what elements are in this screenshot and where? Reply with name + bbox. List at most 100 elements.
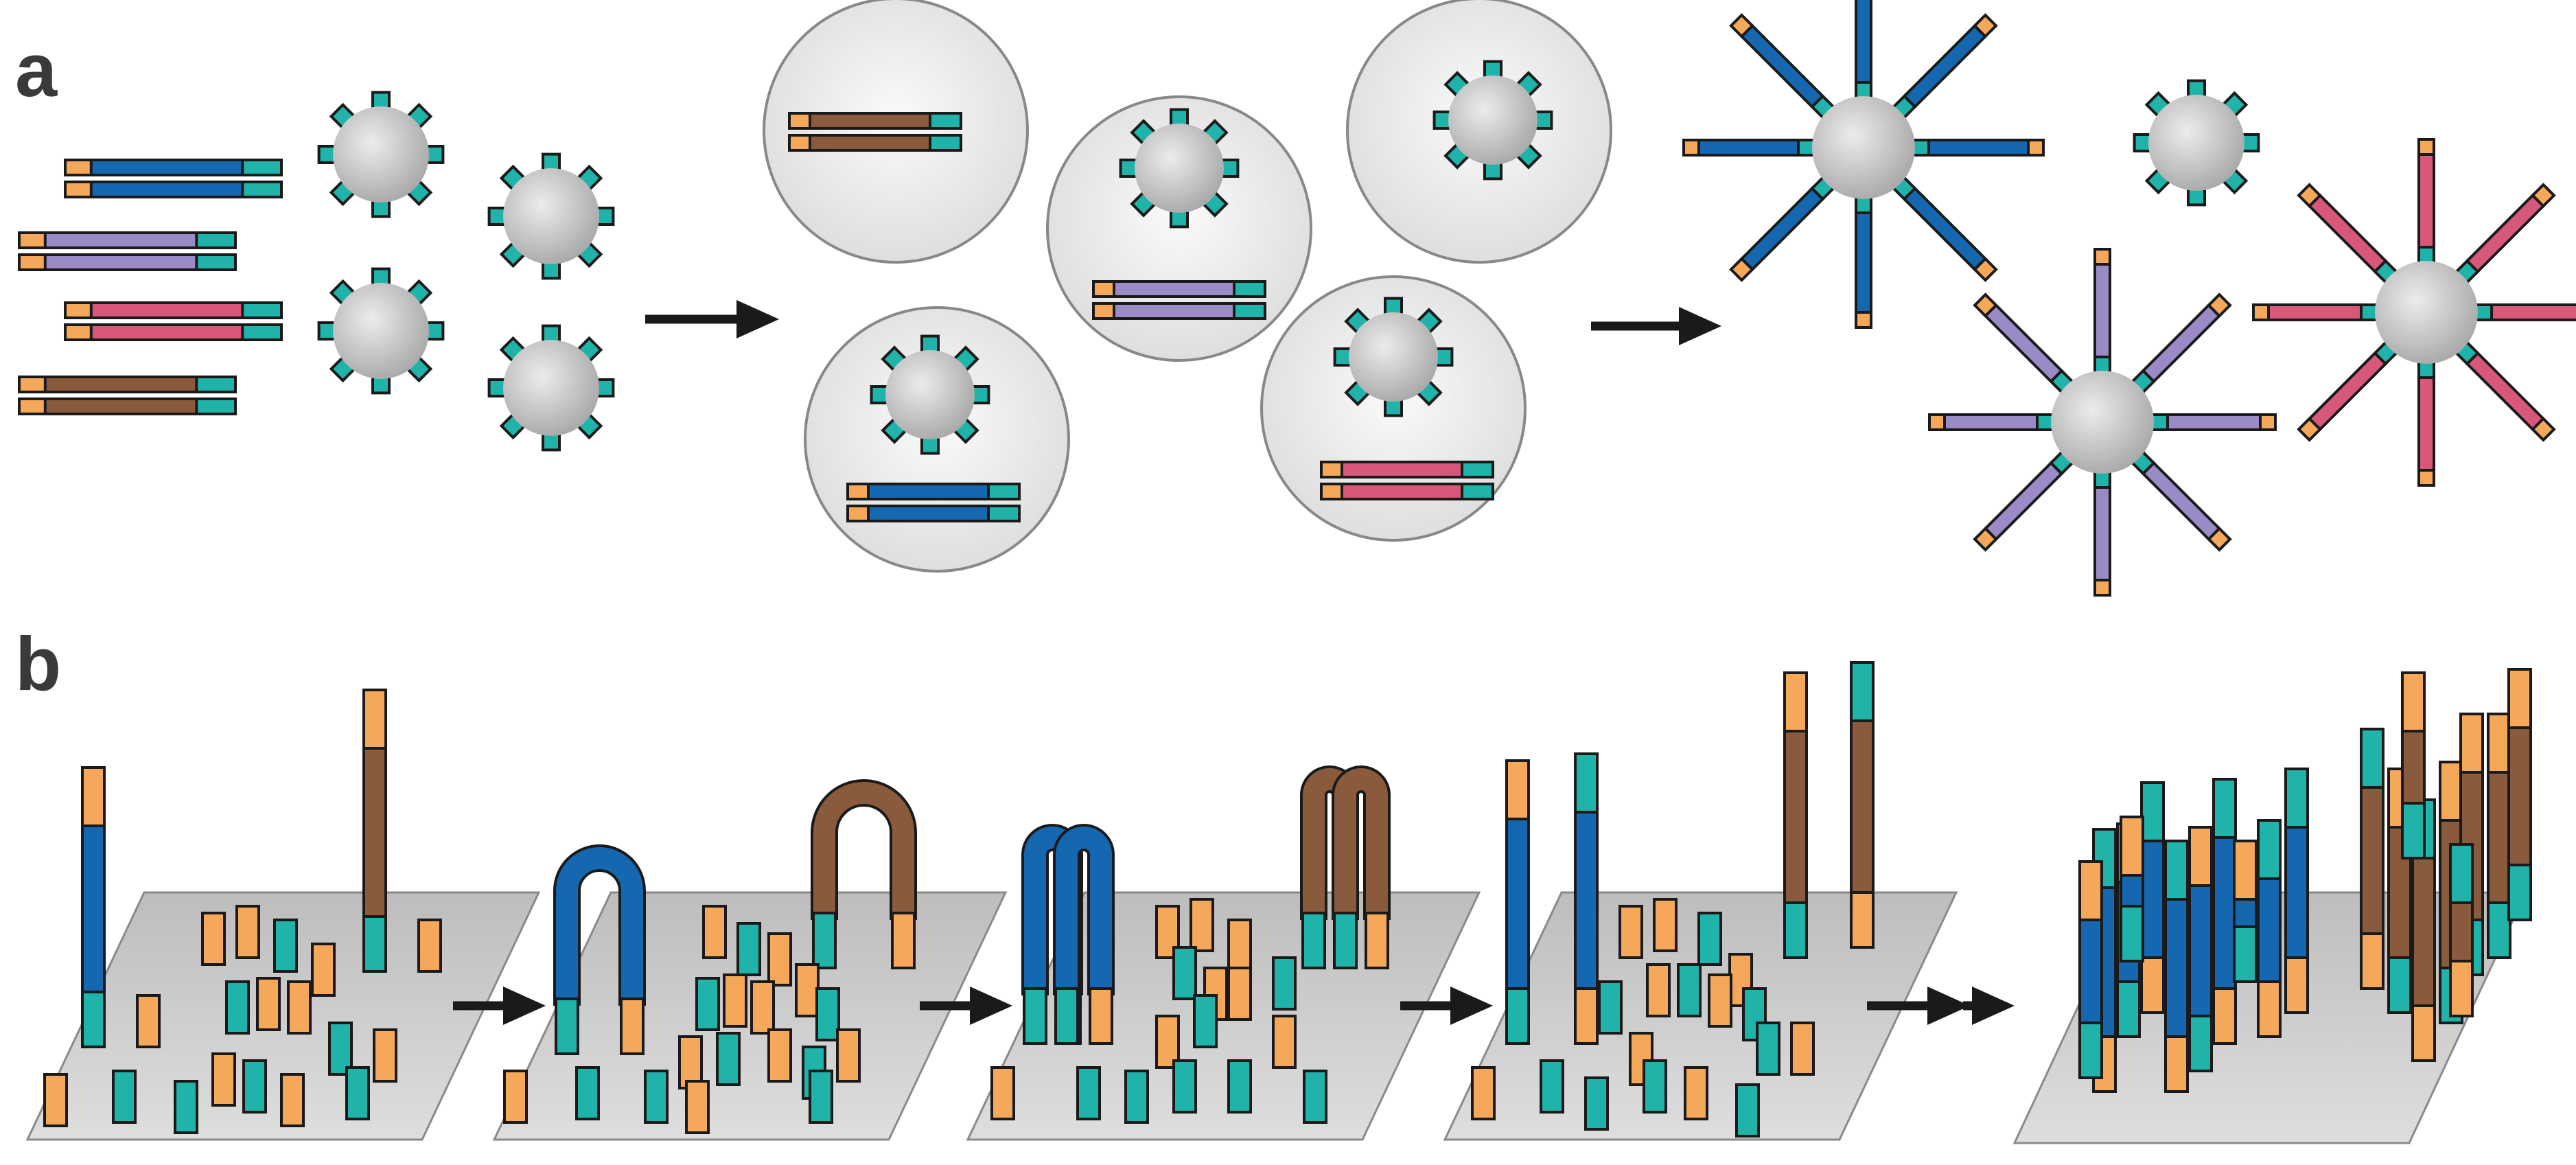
surface-primer-orange (767, 932, 792, 987)
amplified-strand (1855, 0, 1872, 102)
strand-body (2166, 413, 2262, 431)
adapter-orange (18, 397, 47, 415)
surface-primer-orange (1227, 919, 1252, 973)
bridge-foot (1089, 987, 1113, 1045)
surface-primer-orange (795, 963, 820, 1017)
amplified-strand (1973, 448, 2076, 552)
surface-primer-orange (1684, 1066, 1708, 1120)
amplified-strand (2472, 303, 2576, 321)
strand-orange-end (1855, 311, 1872, 329)
adapter-orange (64, 181, 93, 198)
strand-orange-end (1729, 13, 1754, 38)
surface-primer-teal (1643, 1059, 1667, 1114)
adapter-orange (64, 159, 93, 176)
strand-top-adapter (81, 766, 106, 827)
bead-primer (425, 321, 445, 341)
bead-primer (317, 145, 337, 164)
strand-body (1697, 139, 1800, 157)
surface-primer-orange (280, 1073, 305, 1127)
amplified-strand (2452, 183, 2556, 286)
strand-body (1927, 139, 2030, 157)
strand-top-adapter (2140, 781, 2165, 842)
strand-body (2141, 303, 2222, 384)
surface-primer-teal (1584, 1076, 1609, 1131)
amplified-strand (2452, 338, 2556, 442)
flow-cell-surface (25, 891, 541, 1141)
strand-top-adapter (2092, 828, 2117, 889)
amplified-strand (2093, 248, 2111, 376)
strand-top-adapter (2439, 761, 2463, 822)
surface-primer-teal (345, 1066, 370, 1120)
surface-primer-orange (503, 1070, 528, 1124)
surface-primer-orange (836, 1028, 861, 1083)
emulsion-droplet (763, 0, 1029, 264)
bead (1448, 76, 1538, 165)
bead-primer (2133, 133, 2153, 152)
amplified-strand (1729, 174, 1837, 282)
strand-body (1983, 303, 2064, 384)
bridge-foot (1333, 912, 1358, 969)
adapter-teal (195, 376, 237, 393)
strand-top-adapter (2284, 768, 2309, 829)
surface-primer-orange (211, 1052, 236, 1107)
surface-primer-orange (723, 973, 747, 1028)
strand-bottom-adapter (2387, 956, 2412, 1014)
strand-bottom-adapter (2411, 1004, 2436, 1062)
bridge-foot (555, 997, 579, 1055)
strand-orange-end (1973, 527, 1998, 552)
strand-orange-end (1973, 13, 1998, 38)
strand-bottom-adapter (2164, 1035, 2189, 1093)
adapter-teal (241, 181, 283, 198)
strand-body (2267, 303, 2363, 321)
surface-primer-teal (1540, 1059, 1564, 1114)
bead-primer (971, 385, 990, 404)
bead (885, 350, 975, 439)
strand-body (2093, 486, 2111, 581)
bead-primer (317, 321, 337, 341)
right-arrow-icon (1450, 987, 1493, 1025)
amplified-strand (1973, 292, 2076, 396)
strand-orange-end (2297, 417, 2322, 442)
strand-bottom-adapter (2401, 802, 2426, 860)
bead (2375, 261, 2478, 364)
strand-bottom-adapter (2078, 1022, 2103, 1079)
bead-primer (487, 378, 507, 397)
adapter-orange (18, 376, 47, 393)
surface-primer-orange (235, 905, 260, 959)
surface-primer-orange (1227, 967, 1252, 1021)
strand-bottom-adapter (2487, 901, 2511, 959)
adapter-orange (1092, 302, 1115, 320)
amplified-strand (2128, 292, 2232, 396)
surface-primer-teal (1193, 994, 1218, 1048)
surface-primer-teal (575, 1066, 600, 1120)
amplified-strand (2297, 338, 2400, 442)
strand-bottom-adapter (1574, 987, 1599, 1045)
surface-primer-teal (695, 977, 720, 1031)
surface-primer-teal (242, 1059, 267, 1114)
bridge-foot (812, 912, 837, 969)
amplified-strand (2297, 183, 2400, 286)
strand-top-adapter (362, 689, 387, 750)
strand-orange-end (1682, 139, 1700, 157)
bridge-strand (556, 847, 643, 1006)
strand-top-adapter (2233, 840, 2258, 901)
amplified-strand (1910, 139, 2045, 157)
strand-body (1902, 186, 1988, 272)
strand-orange-end (1973, 292, 1998, 318)
amplified-strand (1928, 413, 2056, 431)
bead (2051, 371, 2154, 474)
adapter-teal (929, 134, 962, 152)
surface-primer-teal (1124, 1070, 1149, 1124)
amplified-strand (2252, 303, 2380, 321)
bead (333, 283, 429, 379)
adapter-teal (241, 323, 283, 341)
strand-body (2465, 193, 2546, 274)
panel-b-bridge-amplification (25, 661, 2532, 1144)
adapter-orange (64, 301, 93, 319)
strand-bottom-adapter (1505, 987, 1530, 1045)
surface-primer-orange (1471, 1066, 1496, 1120)
strand-top-adapter (2120, 816, 2144, 877)
right-arrow-icon (503, 987, 546, 1025)
strand-top-adapter (2401, 671, 2426, 733)
amplified-strand (2128, 448, 2232, 552)
